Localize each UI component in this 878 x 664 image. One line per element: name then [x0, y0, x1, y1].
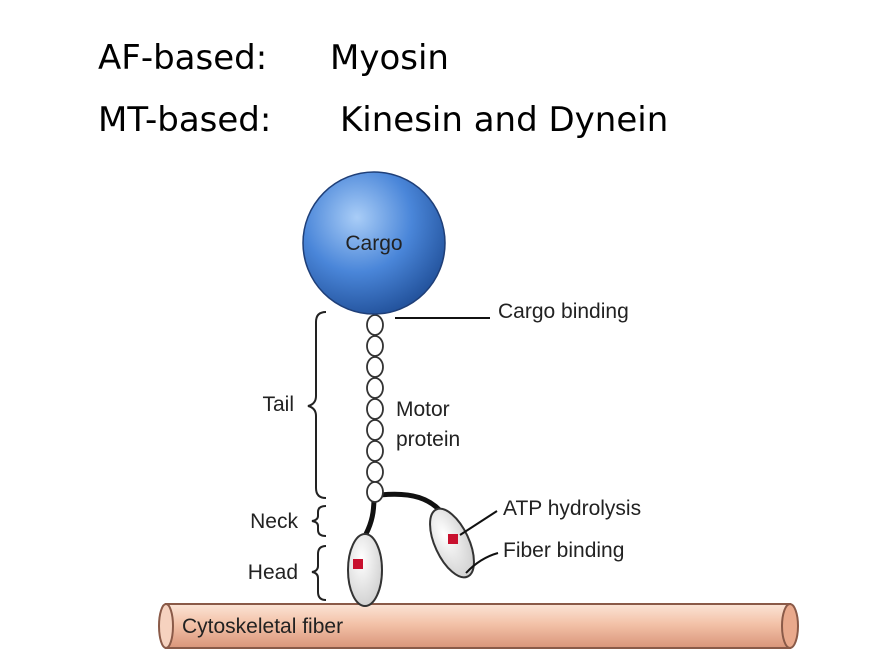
cytoskeletal-fiber-label: Cytoskeletal fiber	[182, 615, 343, 638]
head-label: Head	[248, 561, 298, 584]
atp-hydrolysis-label: ATP hydrolysis	[503, 497, 641, 520]
fiber-binding-pointer	[465, 552, 499, 574]
cargo-binding-label: Cargo binding	[498, 300, 629, 323]
cargo-label: Cargo	[345, 232, 402, 255]
motor-head-free	[429, 507, 475, 579]
atp-site-marker	[448, 534, 458, 544]
coiled-coil-tail	[366, 314, 384, 503]
atp-hydrolysis-pointer	[459, 510, 498, 536]
mt-based-label: MT-based:	[98, 100, 272, 140]
neck-bracket	[311, 505, 327, 537]
neck-label: Neck	[250, 510, 298, 533]
motor-protein-label-line1: Motor	[396, 398, 450, 421]
atp-site-marker	[353, 559, 363, 569]
cargo	[302, 171, 446, 315]
mt-based-value: Kinesin and Dynein	[340, 100, 669, 140]
af-based-value: Myosin	[330, 38, 449, 78]
cytoskeletal-fiber	[158, 603, 799, 649]
tail-bracket	[307, 311, 327, 499]
motor-protein-label-line2: protein	[396, 428, 460, 451]
head-bracket	[311, 545, 327, 601]
tail-label: Tail	[262, 393, 294, 416]
fiber-binding-label: Fiber binding	[503, 539, 624, 562]
af-based-label: AF-based:	[98, 38, 268, 78]
motor-head-bound	[347, 533, 383, 607]
